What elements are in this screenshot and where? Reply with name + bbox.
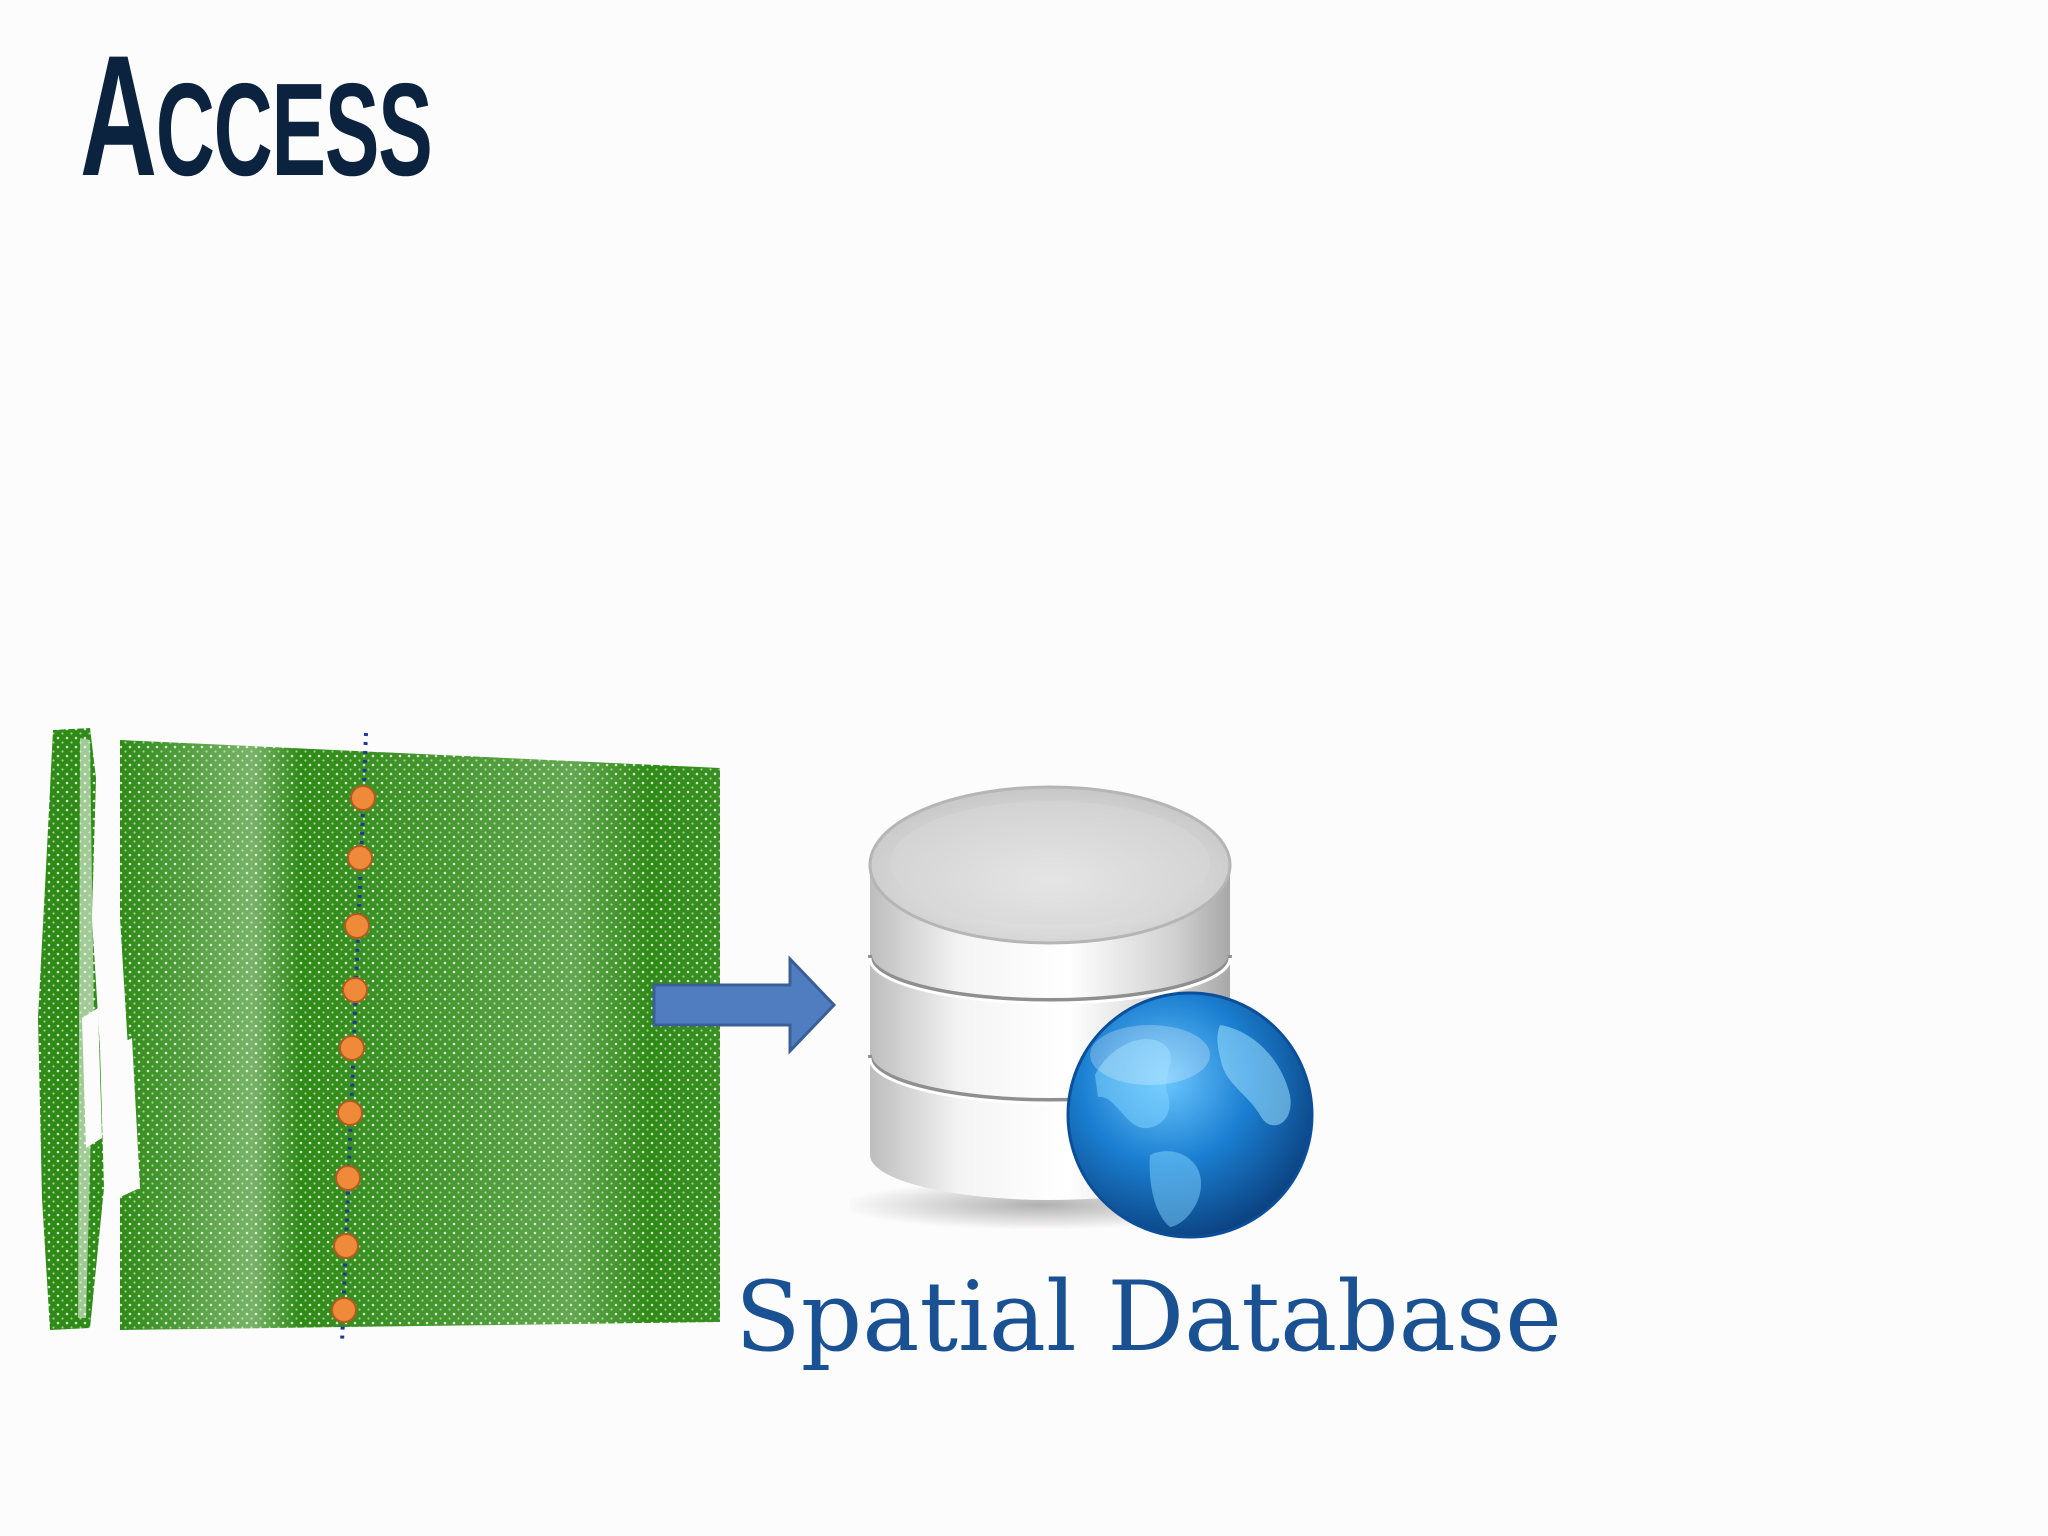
slide-title: ACCESS: [80, 30, 433, 203]
spatial-database-label: Spatial Database: [735, 1261, 1562, 1373]
title-rest: CCESS: [155, 56, 433, 203]
globe-icon: [1066, 991, 1314, 1239]
point-cloud-image: [38, 728, 720, 1344]
database-icon: [850, 785, 1314, 1239]
title-initial: A: [80, 20, 157, 212]
right-arrow-icon: [652, 955, 837, 1055]
